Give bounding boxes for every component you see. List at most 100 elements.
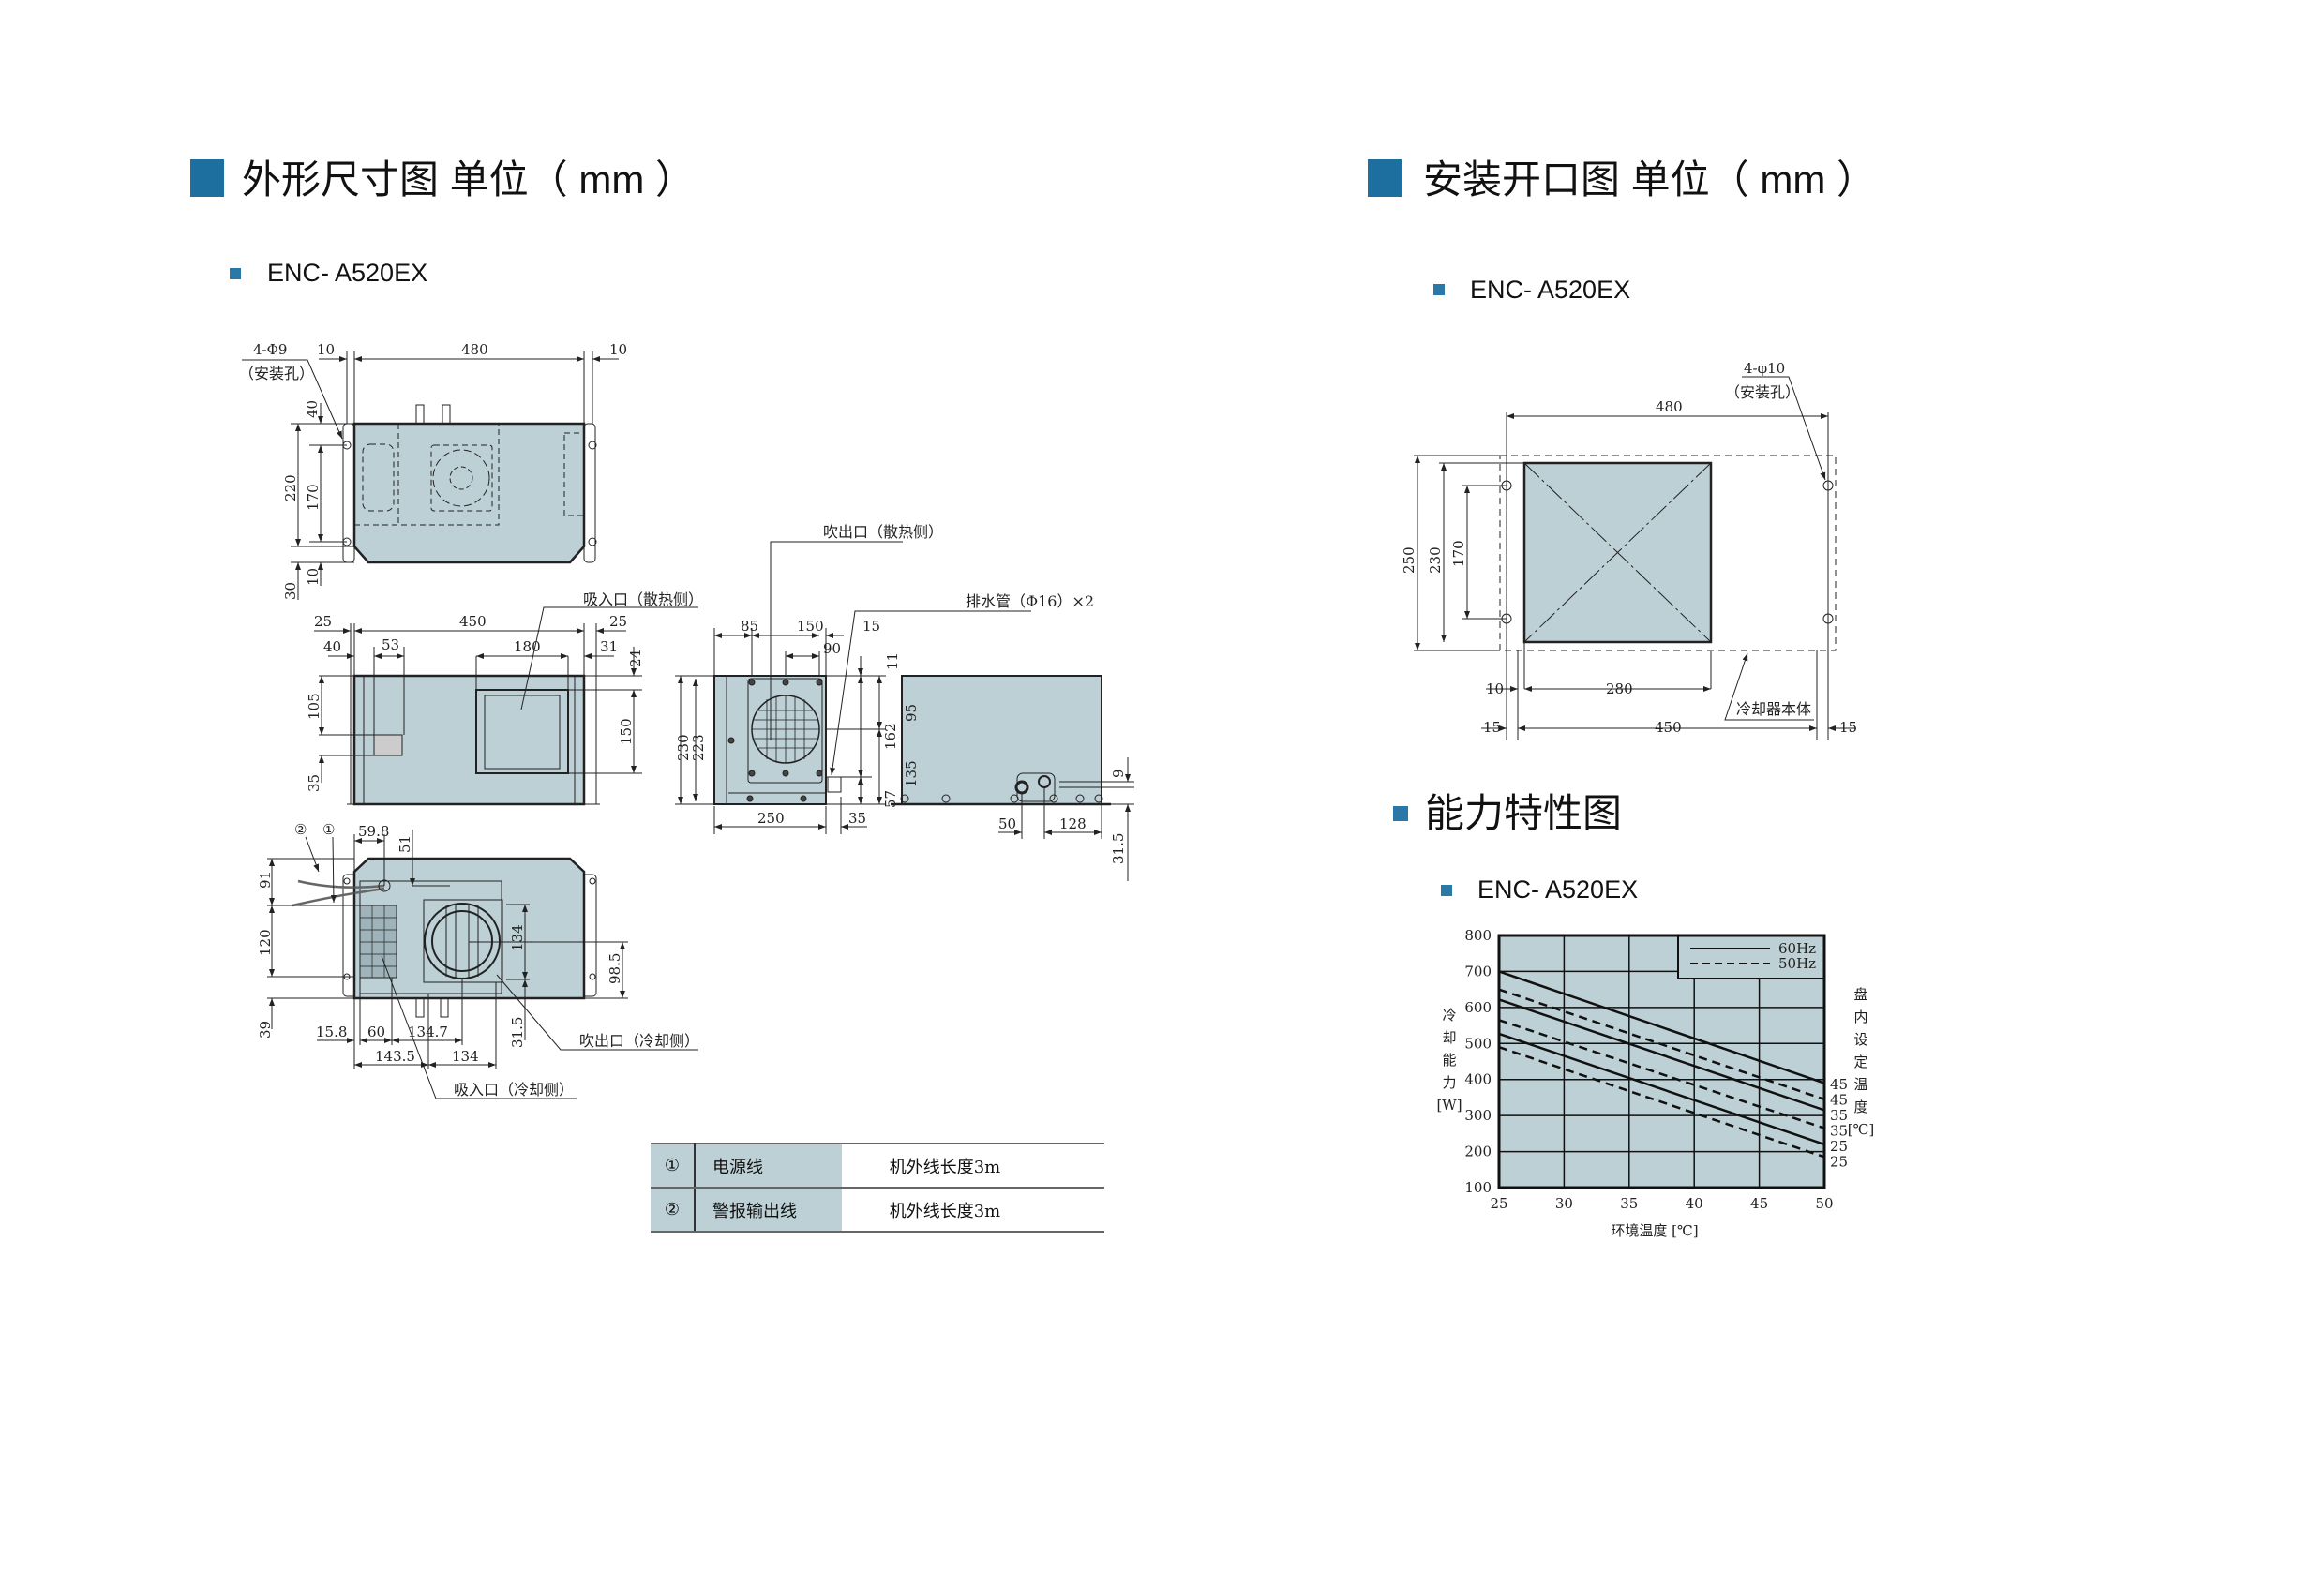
dim-label: 40 <box>323 638 341 655</box>
plot-frame <box>1497 934 1826 1189</box>
dim-label: 162 <box>882 723 899 750</box>
right-axis-title-char: 设 <box>1853 1031 1867 1048</box>
dim-label: 24 <box>627 650 644 667</box>
dim-label: 4-φ10 <box>1744 360 1785 377</box>
series-line <box>1498 1045 1825 1159</box>
callout-label: 吸入口（冷却侧） <box>454 1081 574 1099</box>
dim-label: 223 <box>690 734 707 761</box>
dim-label: 220 <box>282 474 299 501</box>
dim-label: 15 <box>1839 719 1857 736</box>
section-marker <box>1368 159 1402 197</box>
dim-label: 95 <box>903 704 920 722</box>
dim-label: 143.5 <box>375 1048 415 1065</box>
x-tick-label: 35 <box>1620 1195 1638 1212</box>
y-axis-title-char: 力 <box>1442 1074 1456 1091</box>
dim-label: 170 <box>305 484 322 511</box>
side-view-drawing <box>675 541 1031 834</box>
circled-label: ① <box>322 821 335 838</box>
y-axis-title-char: 能 <box>1442 1052 1456 1069</box>
series-end-label: 35 <box>1830 1107 1848 1124</box>
dim-label: 10 <box>1486 680 1504 697</box>
y-axis-title-char: 却 <box>1442 1029 1456 1046</box>
bullet <box>1441 885 1452 896</box>
callout-label: 排水管（Φ16）×2 <box>966 592 1094 610</box>
dim-label: 134 <box>452 1048 479 1065</box>
callout-label: 冷却器本体 <box>1736 700 1811 718</box>
dim-label: 250 <box>757 810 785 827</box>
bullet <box>1393 806 1408 821</box>
x-tick-label: 45 <box>1750 1195 1768 1212</box>
dim-label: 35 <box>848 810 866 827</box>
series-line <box>1498 988 1825 1101</box>
cable-name: 警报输出线 <box>695 1187 842 1233</box>
x-tick-label: 50 <box>1815 1195 1833 1212</box>
dim-label: 9 <box>1110 769 1127 778</box>
dim-label: 480 <box>461 341 488 358</box>
dim-label: 31 <box>600 638 618 655</box>
dim-label: 15 <box>1483 719 1501 736</box>
callout-label: 吹出口（散热侧） <box>823 523 943 541</box>
y-tick-label: 500 <box>1464 1035 1492 1052</box>
outline-model: ENC- A520EX <box>267 259 428 287</box>
section-marker <box>190 159 224 197</box>
x-tick-label: 25 <box>1490 1195 1507 1212</box>
dim-label: 35 <box>306 774 322 792</box>
bullet <box>230 268 241 279</box>
dim-label: 11 <box>884 652 901 670</box>
series-end-label: 45 <box>1830 1076 1848 1093</box>
right-axis-title-char: 盘 <box>1853 986 1867 1003</box>
right-axis-title-char: [℃] <box>1848 1121 1874 1138</box>
dim-label: 4-Φ9 <box>253 341 287 358</box>
dim-label: 170 <box>1450 540 1467 567</box>
dim-label: 98.5 <box>607 953 623 984</box>
legend-label: 50Hz <box>1778 955 1816 972</box>
cutout-labels: 4-φ10 （安装孔） 480 250 230 170 10 280 15 45… <box>1401 360 1857 736</box>
dim-label: 57 <box>882 790 899 808</box>
table-row: ① 电源线 机外线长度3m <box>651 1143 1104 1189</box>
series-line <box>1498 1032 1825 1146</box>
cable-length: 机外线长度3m <box>842 1187 1104 1233</box>
dim-label: 40 <box>304 400 321 418</box>
dim-label: 15 <box>862 618 880 635</box>
y-tick-label: 400 <box>1464 1071 1492 1088</box>
dim-label: 31.5 <box>1110 833 1127 864</box>
dim-label: 230 <box>675 734 692 761</box>
dim-label: 10 <box>305 568 322 586</box>
series-end-label: 25 <box>1830 1138 1848 1155</box>
dim-label: 230 <box>1427 546 1444 574</box>
dim-label: 134 <box>509 924 526 951</box>
top-view-labels: 4-Φ9 （安装孔） 10 480 10 40 220 170 10 30 <box>239 341 627 600</box>
callout-label: 吹出口（冷却侧） <box>579 1032 699 1050</box>
dim-label: 10 <box>609 341 627 358</box>
series-line <box>1498 970 1825 1084</box>
dim-label: 51 <box>397 835 413 853</box>
dim-label: 450 <box>1655 719 1682 736</box>
x-axis-title: 环境温度 [℃] <box>1611 1222 1698 1239</box>
dim-label: 480 <box>1656 398 1683 415</box>
cutout-model: ENC- A520EX <box>1470 276 1631 304</box>
dim-label: 150 <box>618 718 635 745</box>
front-view-labels: 25 450 25 40 53 180 31 24 105 35 150 吸入口… <box>306 591 703 792</box>
cutout-drawing <box>1414 376 1856 740</box>
capacity-title: 能力特性图 <box>1425 791 1623 835</box>
rear-view-labels: 50 128 9 31.5 <box>998 769 1127 864</box>
dim-label: 10 <box>317 341 335 358</box>
legend-label: 60Hz <box>1778 940 1816 957</box>
callout-label: 吸入口（散热侧） <box>583 591 703 608</box>
x-tick-label: 30 <box>1555 1195 1573 1212</box>
dim-label: 25 <box>609 613 627 630</box>
dim-label: 120 <box>257 929 274 956</box>
dim-label: 59.8 <box>358 823 389 840</box>
row-number: ① <box>651 1143 696 1189</box>
cable-table: ① 电源线 机外线长度3m ② 警报输出线 机外线长度3m <box>651 1143 1104 1233</box>
cable-name: 电源线 <box>695 1143 842 1189</box>
bottom-view-drawing <box>267 830 698 1099</box>
dim-label: 150 <box>797 618 824 635</box>
y-tick-label: 600 <box>1464 999 1492 1016</box>
front-view-drawing <box>314 606 698 806</box>
y-tick-label: 800 <box>1464 927 1492 944</box>
dim-label: 450 <box>459 613 487 630</box>
dim-label: 180 <box>514 638 541 655</box>
